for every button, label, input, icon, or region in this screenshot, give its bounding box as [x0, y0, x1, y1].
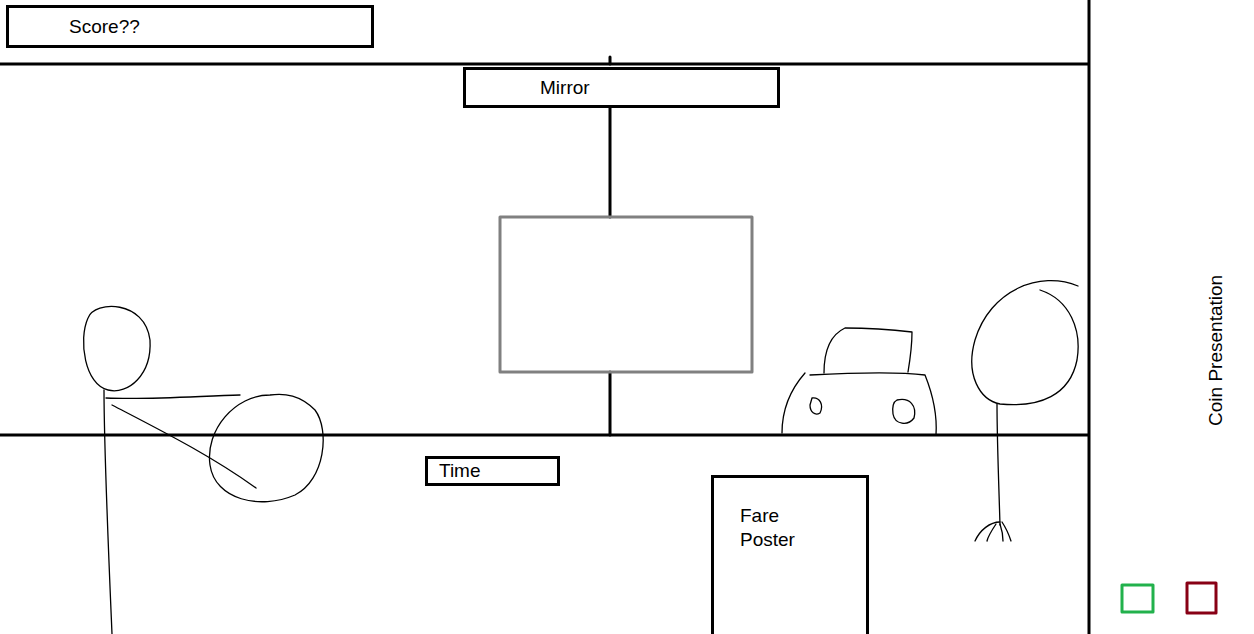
mirror-box: Mirror	[463, 67, 780, 108]
left-figure	[84, 306, 324, 634]
mirror-pole	[609, 108, 612, 217]
right-figure	[972, 281, 1078, 541]
time-box: Time	[425, 456, 560, 486]
cancel-button	[1187, 583, 1216, 613]
screen-rect	[500, 217, 752, 372]
ceiling-line	[0, 63, 1088, 66]
fare-poster: Fare Poster	[711, 475, 869, 634]
box-label: Fare Poster	[740, 504, 812, 552]
score-box: Score??	[6, 5, 374, 48]
floor-line	[0, 434, 1088, 437]
toaster	[782, 328, 936, 435]
mirror-pole	[609, 372, 612, 435]
box-label: Time	[439, 459, 551, 483]
panel-title: Coin Presentation	[1205, 274, 1228, 425]
box-label: Mirror	[540, 76, 771, 100]
mirror-hanger	[609, 57, 612, 64]
confirm-button	[1122, 585, 1153, 612]
panel-divider	[1088, 0, 1091, 634]
box-label: Score??	[69, 15, 365, 39]
